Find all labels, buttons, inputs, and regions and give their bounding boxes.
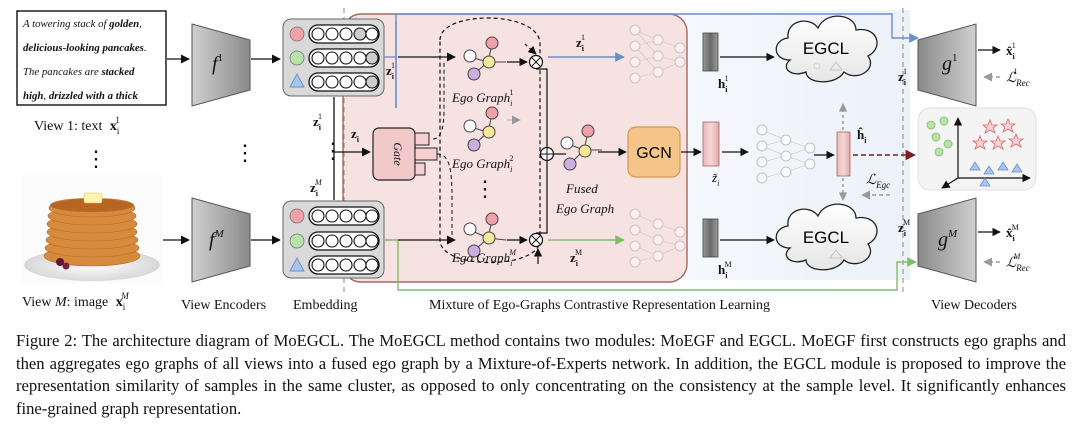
embedding-view1 xyxy=(282,18,385,97)
fused-label-2: Ego Graph xyxy=(555,201,614,216)
svg-text:View 1: text xi1: View 1: text xi1 xyxy=(34,115,120,136)
svg-text:zi: zi xyxy=(351,126,360,144)
ego-graph-1 xyxy=(463,36,506,81)
egcl-cloud-bottom xyxy=(775,203,878,271)
decoder-g1 xyxy=(917,23,977,107)
svg-text:gM: gM xyxy=(938,228,958,251)
svg-text:hi1: hi1 xyxy=(718,74,728,94)
mlp-middle xyxy=(756,124,816,184)
text-line1c: , xyxy=(139,18,142,30)
sum-node xyxy=(539,146,555,162)
svg-text:z̃i: z̃i xyxy=(711,170,719,188)
egcl-bottom-label: EGCL xyxy=(803,228,849,247)
figure-caption: Figure 2: The architecture diagram of Mo… xyxy=(16,331,1066,418)
svg-text:zi1: zi1 xyxy=(576,33,585,53)
view1-label: View 1: text xyxy=(34,119,102,134)
decoder-gM xyxy=(917,197,977,283)
text-line2c: . xyxy=(144,42,147,54)
svg-text:ziM: ziM xyxy=(570,248,582,268)
svg-text:f1: f1 xyxy=(212,52,223,75)
svg-text:hiM: hiM xyxy=(718,260,732,280)
svg-text:zi1: zi1 xyxy=(313,112,322,132)
svg-text:A towering stack of golden,: A towering stack of golden, xyxy=(22,18,142,30)
multiply-node-top xyxy=(528,54,544,70)
text-line4c: drizzled with a thick xyxy=(49,90,139,102)
h1-bar xyxy=(702,32,719,72)
fused-ego-graph xyxy=(560,124,602,171)
vertical-dots-ego: ⋮ xyxy=(474,176,496,201)
cluster-scatter-panel xyxy=(917,107,1037,191)
svg-text:ziM: ziM xyxy=(898,218,910,238)
svg-text:x̂iM: x̂iM xyxy=(1006,223,1019,243)
text-line4b: , xyxy=(43,90,48,102)
hM-bar xyxy=(702,218,719,258)
svg-text:delicious-looking pancakes.: delicious-looking pancakes. xyxy=(23,42,147,54)
svg-text:zi1: zi1 xyxy=(898,67,907,87)
vertical-dots-encoders: ⋮ xyxy=(234,140,256,165)
svg-text:Ego GraphiM: Ego GraphiM xyxy=(451,248,517,268)
svg-text:Ego Graphi2: Ego Graphi2 xyxy=(451,154,513,174)
fused-label-1: Fused xyxy=(565,181,598,196)
svg-text:Ego Graphi1: Ego Graphi1 xyxy=(451,88,513,108)
text-line3b: stacked xyxy=(100,66,135,78)
svg-text:ℒRecM: ℒRecM xyxy=(1006,252,1030,273)
svg-text:fM: fM xyxy=(209,228,225,251)
viewM-label-a: View xyxy=(22,295,52,310)
text-line1a: A towering stack of xyxy=(22,18,109,30)
gcn-box xyxy=(627,126,681,178)
svg-text:ĥi: ĥi xyxy=(857,127,867,145)
svg-text:g1: g1 xyxy=(942,52,958,75)
egcl-top-label: EGCL xyxy=(803,39,849,58)
svg-text:zi1: zi1 xyxy=(386,61,395,81)
text-line2: delicious-looking pancakes xyxy=(23,42,144,54)
encoder-fM xyxy=(191,197,251,283)
mlp-top xyxy=(629,24,686,84)
pancake-image xyxy=(21,175,162,283)
gcn-label: GCN xyxy=(636,145,672,162)
viewM-label-b: : image xyxy=(67,295,109,310)
h-hat-bar xyxy=(836,131,851,177)
svg-text:ℒEgc: ℒEgc xyxy=(866,173,890,190)
section-moegcl: Mixture of Ego-Graphs Contrastive Repres… xyxy=(429,298,770,313)
vertical-dots-views: ⋮ xyxy=(85,146,107,171)
mlp-bottom xyxy=(629,208,686,268)
svg-text:The pancakes are stacked: The pancakes are stacked xyxy=(23,66,135,78)
svg-text:ℒRec1: ℒRec1 xyxy=(1006,67,1030,88)
multiply-node-bottom xyxy=(528,232,544,248)
encoder-f1 xyxy=(191,23,251,107)
egcl-cloud-top xyxy=(775,15,878,83)
vertical-dots-embedding: ⋮ xyxy=(322,138,344,163)
text-line3a: The pancakes are xyxy=(23,66,101,78)
gate-label: Gate xyxy=(391,142,405,166)
ego-graph-M xyxy=(463,212,507,258)
section-view-decoders: View Decoders xyxy=(931,298,1017,313)
svg-text:View M: image xiM: View M: image xiM xyxy=(22,291,129,312)
architecture-diagram: A towering stack of golden, delicious-lo… xyxy=(16,8,1037,313)
z-tilde-bar xyxy=(702,121,720,167)
text-line4a: high xyxy=(23,90,43,102)
embedding-viewM xyxy=(282,200,385,279)
text-input-box xyxy=(16,10,167,106)
section-view-encoders: View Encoders xyxy=(181,298,266,313)
gate-outputs xyxy=(414,132,438,176)
svg-text:x̂i1: x̂i1 xyxy=(1006,41,1016,61)
section-embedding: Embedding xyxy=(293,298,358,313)
ego-graph-2 xyxy=(463,106,499,152)
svg-text:high, drizzled with a thick: high, drizzled with a thick xyxy=(23,90,139,102)
text-line1b: golden xyxy=(108,18,139,30)
svg-text:ziM: ziM xyxy=(310,178,323,198)
